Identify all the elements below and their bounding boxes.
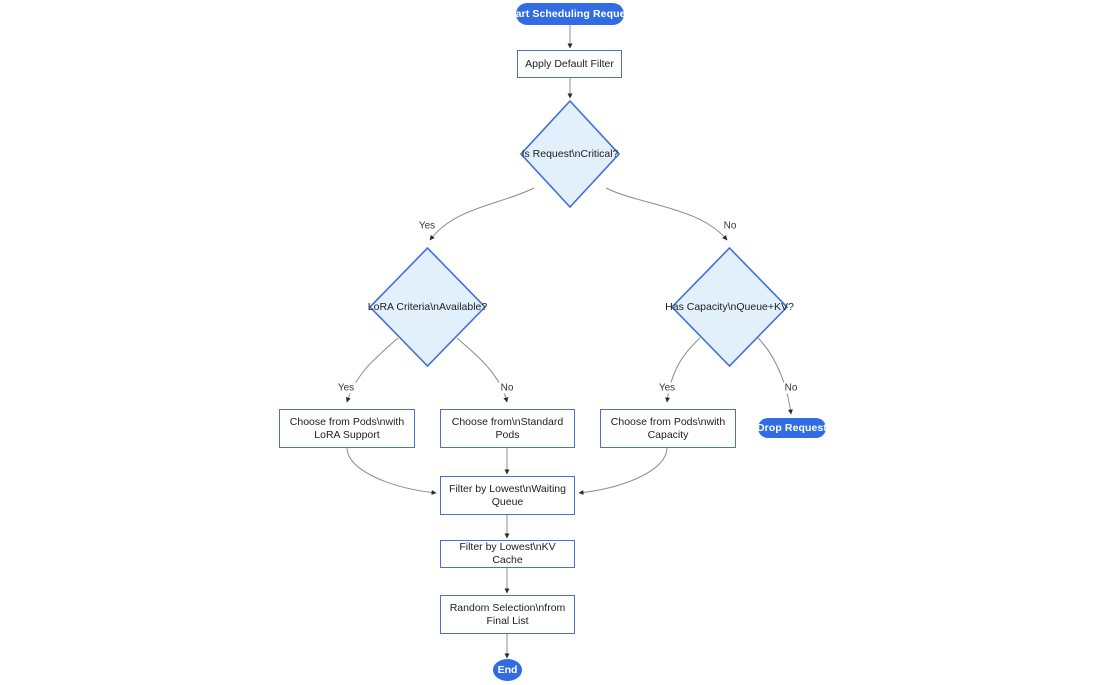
node-apply-default-filter-label: Apply Default Filter bbox=[525, 57, 614, 70]
lora-criteria-diamond-shape bbox=[369, 247, 486, 367]
node-has-capacity[interactable]: Has Capacity\nQueue+KV? bbox=[665, 247, 794, 367]
edge-label-critical-yes: Yes bbox=[416, 220, 438, 232]
node-drop-request-label: Drop Request bbox=[756, 422, 828, 434]
node-drop-request[interactable]: Drop Request bbox=[756, 418, 828, 438]
edge-label-critical-no: No bbox=[721, 220, 739, 232]
edge-lora-pods-to-waiting-queue bbox=[346, 447, 437, 495]
node-start[interactable]: Start Scheduling Request bbox=[505, 3, 635, 25]
node-is-request-critical-label: Is Request\nCritical? bbox=[521, 147, 619, 160]
is-request-critical-diamond-shape bbox=[520, 100, 620, 208]
node-filter-kv-cache[interactable]: Filter by Lowest\nKV Cache bbox=[440, 540, 575, 568]
edge-critical-no-to-capacity bbox=[605, 187, 728, 241]
node-random-selection[interactable]: Random Selection\nfrom Final List bbox=[440, 595, 575, 634]
node-end-label: End bbox=[497, 664, 518, 676]
node-filter-waiting-queue[interactable]: Filter by Lowest\nWaiting Queue bbox=[440, 476, 575, 515]
node-filter-waiting-queue-label: Filter by Lowest\nWaiting Queue bbox=[449, 482, 566, 508]
node-start-label: Start Scheduling Request bbox=[504, 8, 636, 20]
node-choose-lora-pods-label: Choose from Pods\nwith LoRA Support bbox=[289, 415, 405, 441]
node-has-capacity-label: Has Capacity\nQueue+KV? bbox=[665, 300, 794, 313]
has-capacity-diamond-shape bbox=[671, 247, 788, 367]
node-choose-capacity-pods-label: Choose from Pods\nwith Capacity bbox=[610, 415, 726, 441]
node-filter-kv-cache-label: Filter by Lowest\nKV Cache bbox=[459, 541, 556, 566]
node-apply-default-filter[interactable]: Apply Default Filter bbox=[517, 50, 622, 78]
edge-critical-yes-to-lora bbox=[429, 187, 535, 241]
edge-capacity-pods-to-waiting-queue bbox=[578, 447, 668, 495]
node-lora-criteria-available-label: LoRA Criteria\nAvailable? bbox=[367, 300, 488, 313]
node-choose-lora-pods[interactable]: Choose from Pods\nwith LoRA Support bbox=[279, 409, 415, 448]
edge-label-capacity-no: No bbox=[782, 382, 800, 394]
node-choose-standard-pods[interactable]: Choose from\nStandard Pods bbox=[440, 409, 575, 448]
node-choose-standard-pods-label: Choose from\nStandard Pods bbox=[451, 415, 564, 441]
edge-label-lora-no: No bbox=[498, 382, 516, 394]
node-lora-criteria-available[interactable]: LoRA Criteria\nAvailable? bbox=[367, 247, 488, 367]
node-choose-capacity-pods[interactable]: Choose from Pods\nwith Capacity bbox=[600, 409, 736, 448]
node-is-request-critical[interactable]: Is Request\nCritical? bbox=[520, 100, 620, 208]
edge-label-lora-yes: Yes bbox=[335, 382, 357, 394]
node-random-selection-label: Random Selection\nfrom Final List bbox=[449, 601, 566, 627]
node-end[interactable]: End bbox=[493, 659, 522, 681]
edge-label-capacity-yes: Yes bbox=[656, 382, 678, 394]
